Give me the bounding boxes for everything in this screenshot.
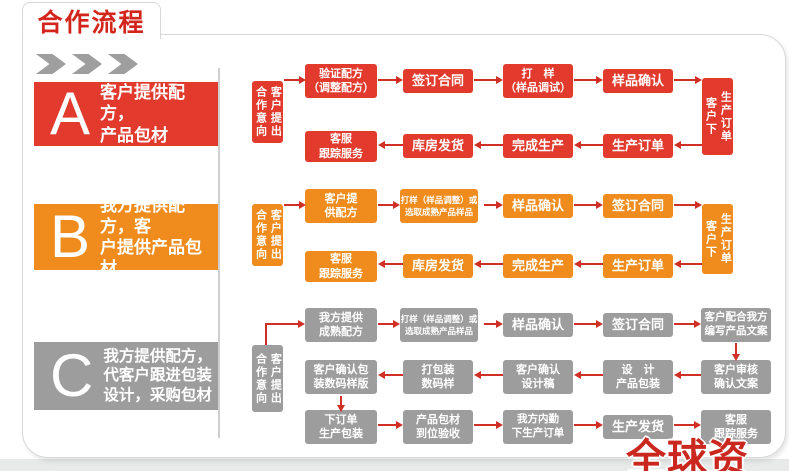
flow-b-order-box: 客户下 生产订单 (702, 204, 733, 274)
flow-c-service-box: 客服 跟踪服务 (701, 410, 771, 444)
arrow-left (681, 263, 702, 265)
arrow-right (674, 424, 694, 426)
chevron-right-icon (72, 54, 102, 74)
arrow-left (681, 144, 702, 146)
arrow-left (481, 144, 503, 146)
section-b-letter: B (50, 203, 91, 270)
section-a-label: A 客户提供配方， 产品包材 (34, 82, 218, 146)
arrow-left (581, 144, 603, 146)
flow-b-sign-box: 签订合同 (603, 194, 673, 218)
arrow-right (284, 79, 299, 81)
flow-c-ship-box: 生产发货 (603, 415, 673, 439)
flow-a-ship-box: 库房发货 (403, 134, 473, 158)
flow-a-sample-box: 打 样 （样品调试） (503, 64, 573, 98)
arrow-right (378, 79, 396, 81)
arrow-left (581, 374, 603, 376)
arrow-right (378, 424, 396, 426)
section-c-letter: C (50, 342, 94, 409)
arrow-right (574, 323, 596, 325)
arrow-right (484, 323, 496, 325)
flow-c-copywrite-box: 客户配合我方 编写产品文案 (701, 308, 771, 342)
arrow-right (674, 323, 694, 325)
page-title: 合作流程 (37, 9, 146, 37)
flow-a-verify-box: 验证配方 （调整配方） (305, 64, 377, 98)
arrow-right (674, 79, 695, 81)
section-b-label: B 我方提供配方，客 户提供产品包材 (34, 196, 218, 278)
arrow-left (681, 374, 701, 376)
flow-a-confirm-box: 样品确认 (603, 69, 673, 93)
connector-line (265, 324, 267, 345)
arrow-right (574, 424, 596, 426)
flow-a-service-box: 客服 跟踪服务 (305, 131, 377, 162)
title-tab: 合作流程 (22, 2, 161, 39)
arrow-left (385, 374, 403, 376)
flow-b-provide-box: 客户提 供配方 (305, 189, 377, 223)
chevron-right-icon (36, 54, 66, 74)
flow-a-done-box: 完成生产 (503, 134, 573, 158)
flow-c-confirm-design-box: 客户确认 设计稿 (503, 360, 573, 394)
flow-a-order-box: 客户下 生产订单 (702, 78, 733, 155)
arrow-right (674, 204, 695, 206)
flow-c-design-box: 设 计 产品包装 (603, 360, 673, 394)
arrow-right (284, 204, 299, 206)
flow-c-review-box: 客户审核 确认文案 (701, 360, 771, 394)
arrow-down (340, 396, 342, 405)
arrow-right (474, 424, 496, 426)
flow-c-internal-order-box: 我方内勤 下生产订单 (503, 410, 573, 444)
flow-a-sign-box: 签订合同 (403, 69, 473, 93)
site-watermark: 全球资源网 (626, 437, 749, 471)
chevron-right-icon (108, 54, 138, 74)
flow-c-acceptance-box: 产品包材 到位验收 (403, 410, 473, 444)
flow-a-prod-order-box: 生产订单 (603, 134, 673, 158)
arrow-right (484, 204, 496, 206)
arrow-right (265, 323, 298, 325)
flow-b-sample-box: 打样（样品调整）或 选取成熟产品样品 (400, 189, 478, 223)
flow-c-confirm-digital-box: 客户确认包 装数码样版 (305, 360, 377, 394)
flow-c-sign-box: 签订合同 (603, 313, 673, 337)
flow-c-provide-box: 我方提供 成熟配方 (305, 308, 377, 342)
arrow-left (581, 263, 603, 265)
vertical-divider (218, 68, 220, 438)
section-c-desc: 我方提供配方， 代客户跟进包装 设计，采购包材 (103, 347, 212, 404)
arrow-right (378, 323, 393, 325)
section-a-desc: 客户提供配方， 产品包材 (100, 83, 186, 145)
arrow-left (385, 263, 403, 265)
arrow-left (481, 263, 503, 265)
page-bottom-strip (0, 459, 789, 471)
section-a-letter: A (50, 80, 91, 147)
arrow-right (474, 79, 496, 81)
flow-a-intent-box: 客户提出 合作意向 (252, 81, 283, 143)
flow-c-digital-sample-box: 打包装 数码样 (403, 360, 473, 394)
flow-b-prod-order-box: 生产订单 (603, 254, 673, 278)
flow-b-done-box: 完成生产 (503, 254, 573, 278)
section-b-desc: 我方提供配方，客 户提供产品包材 (100, 195, 203, 279)
section-c-label: C 我方提供配方， 代客户跟进包装 设计，采购包材 (34, 342, 218, 410)
arrow-right (574, 79, 596, 81)
flow-c-order-packaging-box: 下订单 生产包装 (305, 410, 377, 444)
flow-b-ship-box: 库房发货 (403, 254, 473, 278)
arrow-left (385, 144, 403, 146)
arrow-right (378, 204, 393, 206)
arrow-down (735, 343, 737, 354)
flow-c-intent-box: 客户提出 合作意向 (252, 345, 283, 412)
flow-b-intent-box: 客户提出 合作意向 (252, 204, 283, 266)
flow-b-confirm-box: 样品确认 (503, 194, 573, 218)
flow-c-confirm-box: 样品确认 (503, 313, 573, 337)
flow-c-sample-box: 打样（样品调整）或 选取成熟产品样品 (400, 308, 478, 342)
flow-b-service-box: 客服 跟踪服务 (305, 251, 377, 282)
arrow-right (574, 204, 596, 206)
arrow-left (481, 374, 503, 376)
